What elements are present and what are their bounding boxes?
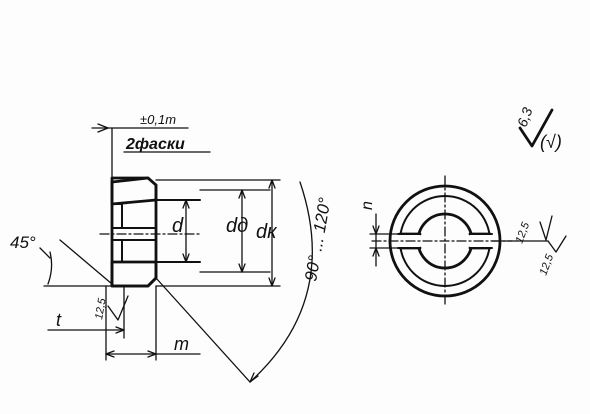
cone-leader — [155, 277, 251, 383]
general-roughness-value: 6,3 — [514, 105, 536, 129]
general-roughness-symbol: 6,3 (√) — [514, 105, 562, 152]
slot-edges — [397, 233, 493, 249]
d-label: d — [172, 215, 184, 237]
angle-45-leader — [39, 247, 51, 259]
slot-width-dimension: n — [359, 201, 399, 267]
dk-label: dк — [256, 221, 278, 243]
dd-label: dд — [226, 215, 248, 237]
chamfer-callout: ±0,1m 2фаски — [91, 112, 211, 179]
lower-wall-hatch — [110, 260, 158, 288]
chamfer-roughness-mark: 12,5 — [93, 295, 129, 321]
slot-roughness-check-bottom — [547, 235, 567, 253]
m-label: m — [174, 334, 189, 354]
t-label: t — [56, 310, 62, 330]
diameter-dimensions: d dд dк — [172, 179, 278, 287]
chamfer-arrow — [97, 123, 109, 133]
n-arrows — [372, 225, 380, 257]
angle-45-label: 45° — [10, 233, 36, 252]
nut-body-outline — [110, 176, 158, 288]
dim-m-arrows — [105, 350, 157, 358]
general-roughness-bracket: (√) — [540, 132, 562, 152]
angle-range-label: 90° ... 120° — [301, 196, 334, 283]
slot-step — [111, 203, 157, 263]
n-label: n — [359, 201, 376, 210]
front-view — [371, 175, 513, 305]
chamfers-label: 2фаски — [125, 136, 185, 153]
upper-wall-hatch — [110, 176, 158, 206]
general-roughness-check — [518, 108, 554, 148]
angle-45-arc — [47, 251, 53, 285]
roughness-check — [107, 295, 129, 321]
slot-roughness-marks: 12,5 12,5 — [491, 215, 567, 277]
dim-d-arrows — [182, 199, 190, 263]
chamfer-angle-dimension: 45° — [10, 233, 113, 285]
tolerance-label: ±0,1m — [140, 112, 176, 127]
dim-dd-arrows — [238, 189, 246, 273]
roughness-left-label: 12,5 — [93, 296, 109, 320]
section-view — [99, 176, 281, 288]
dim-dk-arrows — [268, 179, 276, 287]
slot-roughness-check-top — [539, 215, 553, 241]
length-dimension: m — [105, 285, 201, 361]
angle-45-ext — [59, 239, 113, 285]
cone-angle-arc — [249, 181, 313, 383]
thread-depth-dimension: t — [43, 285, 125, 339]
slot-roughness-bottom-label: 12,5 — [538, 252, 557, 277]
